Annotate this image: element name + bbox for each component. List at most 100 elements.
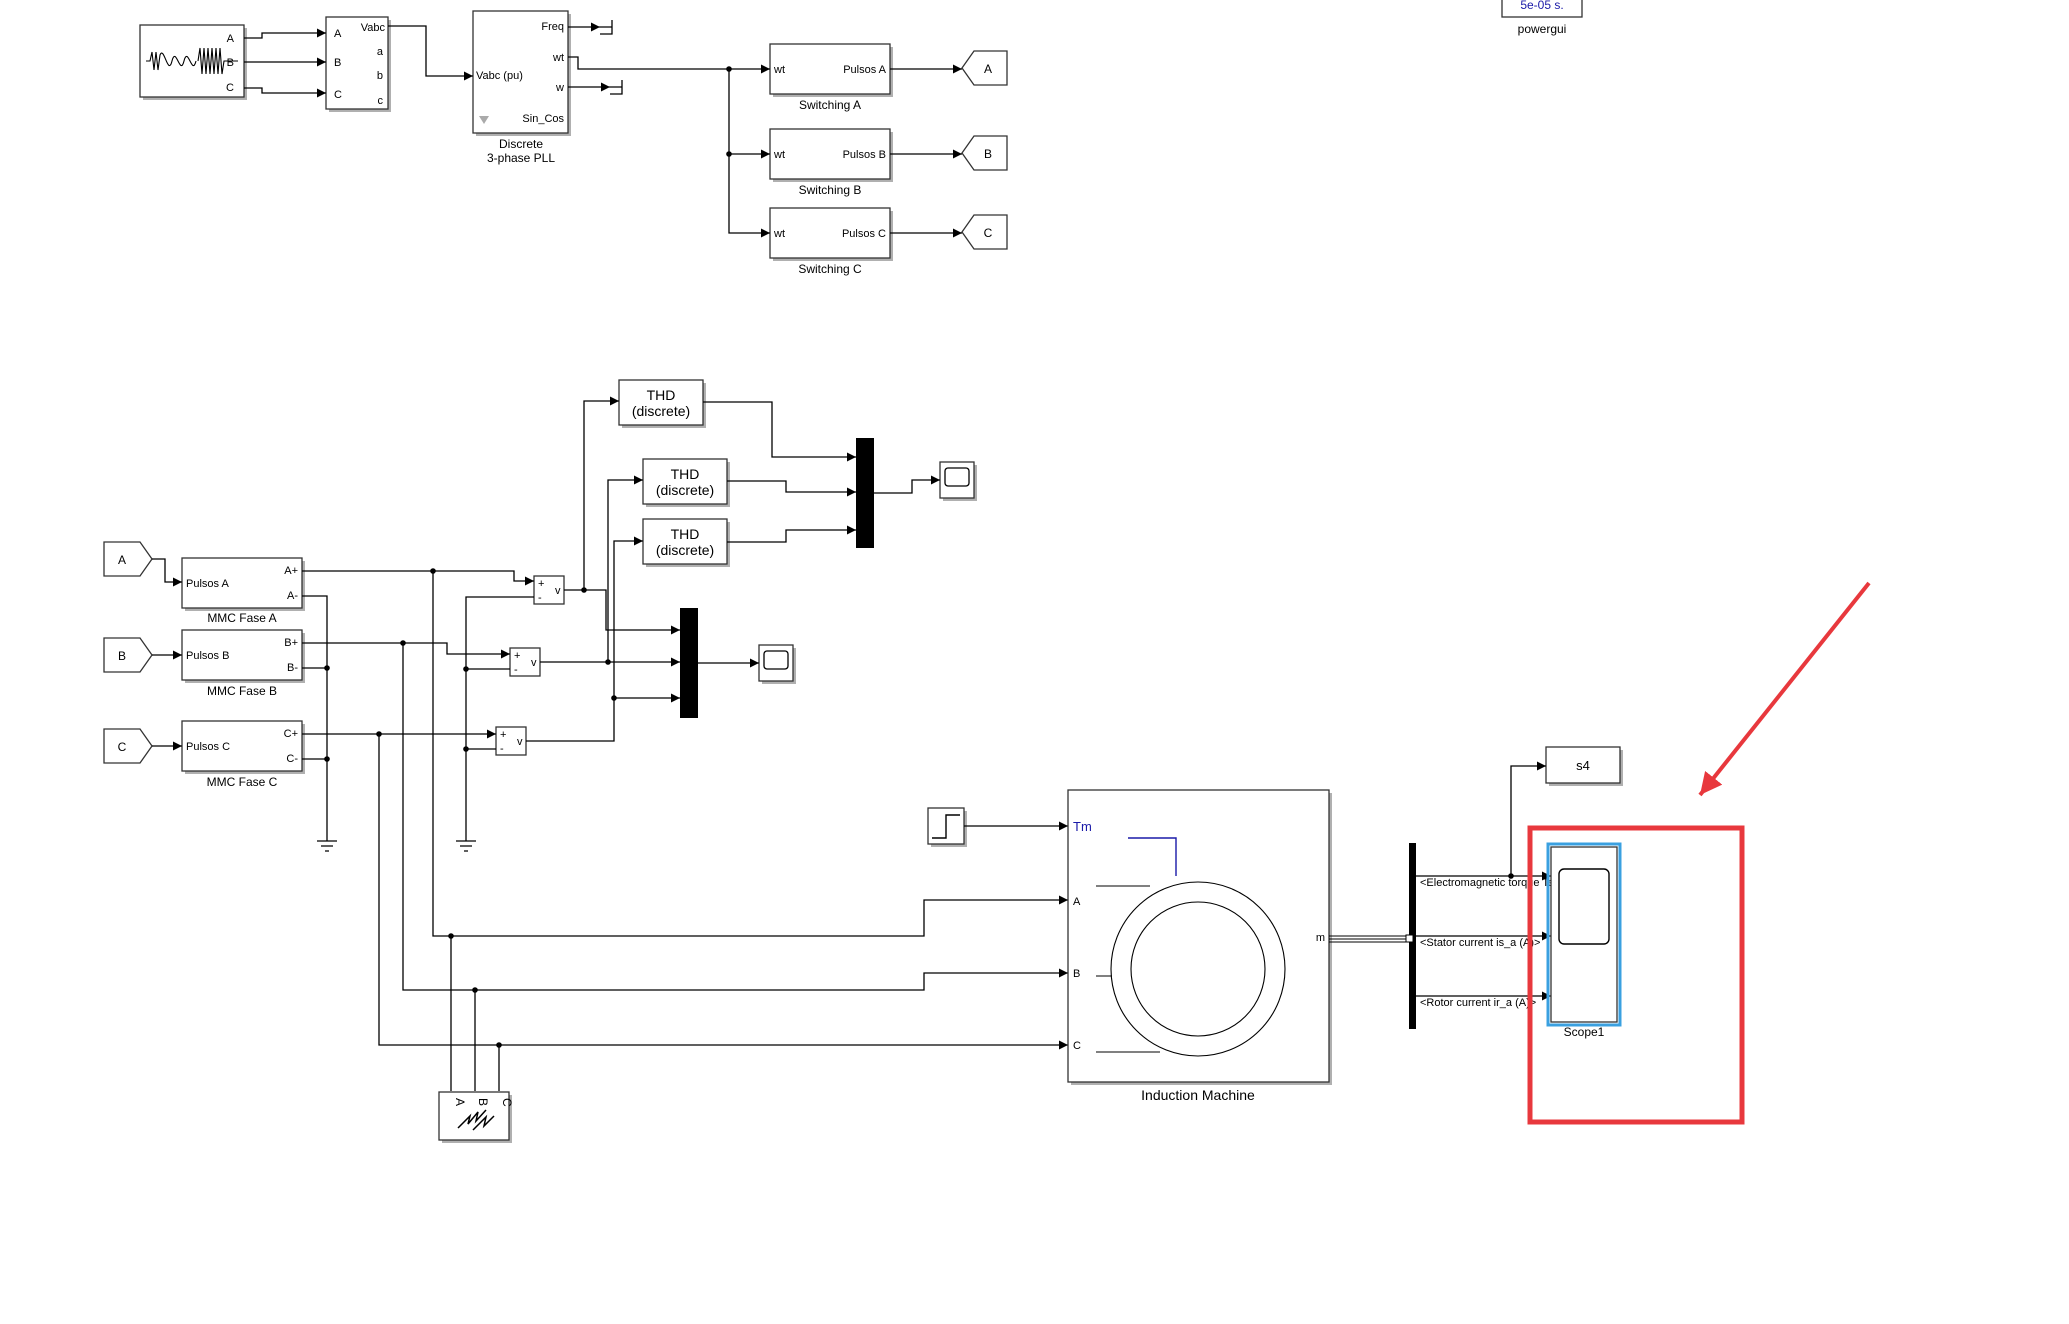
svg-text:+: + xyxy=(514,650,520,662)
svg-text:(discrete): (discrete) xyxy=(632,403,690,419)
annotation-arrow xyxy=(1698,581,1871,797)
tm-port-label: Tm xyxy=(1073,819,1092,834)
mux-voltages[interactable] xyxy=(680,608,698,718)
voltage-meas-a[interactable]: + - v xyxy=(533,575,565,605)
powergui-block[interactable]: 5e-05 s. powergui xyxy=(1501,0,1583,36)
switching-c-out: Pulsos C xyxy=(842,228,886,240)
svg-text:C-: C- xyxy=(286,753,298,765)
vi-out-b: b xyxy=(377,70,383,82)
step-block[interactable] xyxy=(927,807,967,847)
middle-wires xyxy=(152,396,1068,1091)
switching-a-block[interactable]: wt Pulsos A Switching A xyxy=(769,43,893,112)
pll-input-label: Vabc (pu) xyxy=(476,70,523,82)
vi-in-c: C xyxy=(334,89,342,101)
switching-c-label: Switching C xyxy=(798,262,862,276)
vi-out-c: c xyxy=(378,95,384,107)
top-wires xyxy=(244,22,962,238)
svg-text:+: + xyxy=(538,578,544,590)
svg-text:(discrete): (discrete) xyxy=(656,542,714,558)
thd-block-2[interactable]: THD (discrete) xyxy=(642,458,730,507)
mmc-fase-b[interactable]: Pulsos B B+ B- MMC Fase B xyxy=(181,629,305,698)
vi-in-a: A xyxy=(334,28,342,40)
induction-machine-block[interactable]: Tm A B C m Induction Machine xyxy=(1067,789,1332,1103)
from-b[interactable]: B xyxy=(103,637,153,673)
svg-text:Pulsos B: Pulsos B xyxy=(186,650,229,662)
svg-text:THD: THD xyxy=(671,526,700,542)
voltage-meas-c[interactable]: + - v xyxy=(495,726,527,756)
switching-c-in: wt xyxy=(773,228,785,240)
svg-text:B: B xyxy=(984,147,992,161)
pll-out-wt: wt xyxy=(552,52,564,64)
svg-text:C: C xyxy=(500,1098,514,1107)
svg-text:MMC Fase A: MMC Fase A xyxy=(207,611,276,625)
rotor-circle xyxy=(1130,901,1266,1037)
pll-out-sincos: Sin_Cos xyxy=(522,113,564,125)
svg-text:s4: s4 xyxy=(1576,758,1590,773)
mux-thd[interactable] xyxy=(856,438,874,548)
svg-text:C: C xyxy=(118,740,127,754)
svg-text:C: C xyxy=(1073,1040,1081,1052)
from-c[interactable]: C xyxy=(103,728,153,764)
step-icon xyxy=(932,814,960,839)
terminator-w xyxy=(610,80,623,95)
mmc-fase-a[interactable]: Pulsos A A+ A- MMC Fase A xyxy=(181,557,305,625)
switching-b-block[interactable]: wt Pulsos B Switching B xyxy=(769,128,893,197)
svg-text:A: A xyxy=(1073,896,1081,908)
scope-thd[interactable] xyxy=(939,461,977,501)
pll-out-freq: Freq xyxy=(541,21,564,33)
vi-out-a: a xyxy=(377,46,384,58)
mmc-fase-c[interactable]: Pulsos C C+ C- MMC Fase C xyxy=(181,720,305,789)
pll-out-w: w xyxy=(555,82,564,94)
svg-text:-: - xyxy=(538,592,542,604)
terminator-freq xyxy=(600,20,613,35)
svg-text:-: - xyxy=(514,664,518,676)
goto-c[interactable]: C xyxy=(961,214,1008,250)
svg-text:A: A xyxy=(453,1098,467,1106)
vi-in-b: B xyxy=(334,57,341,69)
svg-text:MMC Fase C: MMC Fase C xyxy=(207,775,278,789)
machine-label: Induction Machine xyxy=(1141,1087,1255,1103)
thd-block-1[interactable]: THD (discrete) xyxy=(618,379,706,428)
scope1-block[interactable]: Scope1 xyxy=(1546,842,1622,1039)
switching-a-out: Pulsos A xyxy=(843,64,886,76)
svg-text:Pulsos A: Pulsos A xyxy=(186,578,229,590)
from-a[interactable]: A xyxy=(103,541,153,577)
vi-vabc-label: Vabc xyxy=(361,22,386,34)
switching-a-label: Switching A xyxy=(799,98,861,112)
thd-block-3[interactable]: THD (discrete) xyxy=(642,518,730,567)
svg-text:v: v xyxy=(555,585,561,597)
svg-text:B: B xyxy=(1073,968,1080,980)
vi-measurement-block[interactable]: A B C Vabc a b c xyxy=(325,16,391,112)
goto-b[interactable]: B xyxy=(961,135,1008,171)
powergui-sample-time: 5e-05 s. xyxy=(1520,0,1563,12)
svg-text:A-: A- xyxy=(287,590,298,602)
pll-label-2: 3-phase PLL xyxy=(487,151,555,165)
source-port-c: C xyxy=(226,82,234,94)
scope-voltages[interactable] xyxy=(758,644,796,684)
stator-circle xyxy=(1110,881,1286,1057)
sine-wave-icon xyxy=(146,47,238,75)
goto-a[interactable]: A xyxy=(961,50,1008,86)
pll-mask-icon xyxy=(479,116,489,124)
pll-block[interactable]: Vabc (pu) Freq wt w Sin_Cos Discrete 3-p… xyxy=(472,10,571,165)
switching-b-out: Pulsos B xyxy=(843,149,886,161)
switching-c-block[interactable]: wt Pulsos C Switching C xyxy=(769,207,893,276)
svg-text:A+: A+ xyxy=(284,565,298,577)
svg-text:m: m xyxy=(1316,932,1325,944)
three-phase-fault-block[interactable]: A B C xyxy=(438,1091,514,1143)
svg-text:v: v xyxy=(517,736,523,748)
svg-text:Pulsos C: Pulsos C xyxy=(186,741,230,753)
svg-text:+: + xyxy=(500,729,506,741)
goto-s4[interactable]: s4 xyxy=(1545,746,1623,786)
switching-b-label: Switching B xyxy=(799,183,862,197)
svg-text:v: v xyxy=(531,657,537,669)
three-phase-source-block[interactable]: A B C xyxy=(139,24,247,100)
ground-icon xyxy=(456,827,476,852)
svg-text:C: C xyxy=(984,226,993,240)
svg-text:B: B xyxy=(118,649,126,663)
voltage-meas-b[interactable]: + - v xyxy=(509,647,541,677)
scope1-label: Scope1 xyxy=(1564,1025,1605,1039)
signal-rotor-label: <Rotor current ir_a (A)> xyxy=(1420,997,1536,1009)
svg-text:B+: B+ xyxy=(284,637,298,649)
